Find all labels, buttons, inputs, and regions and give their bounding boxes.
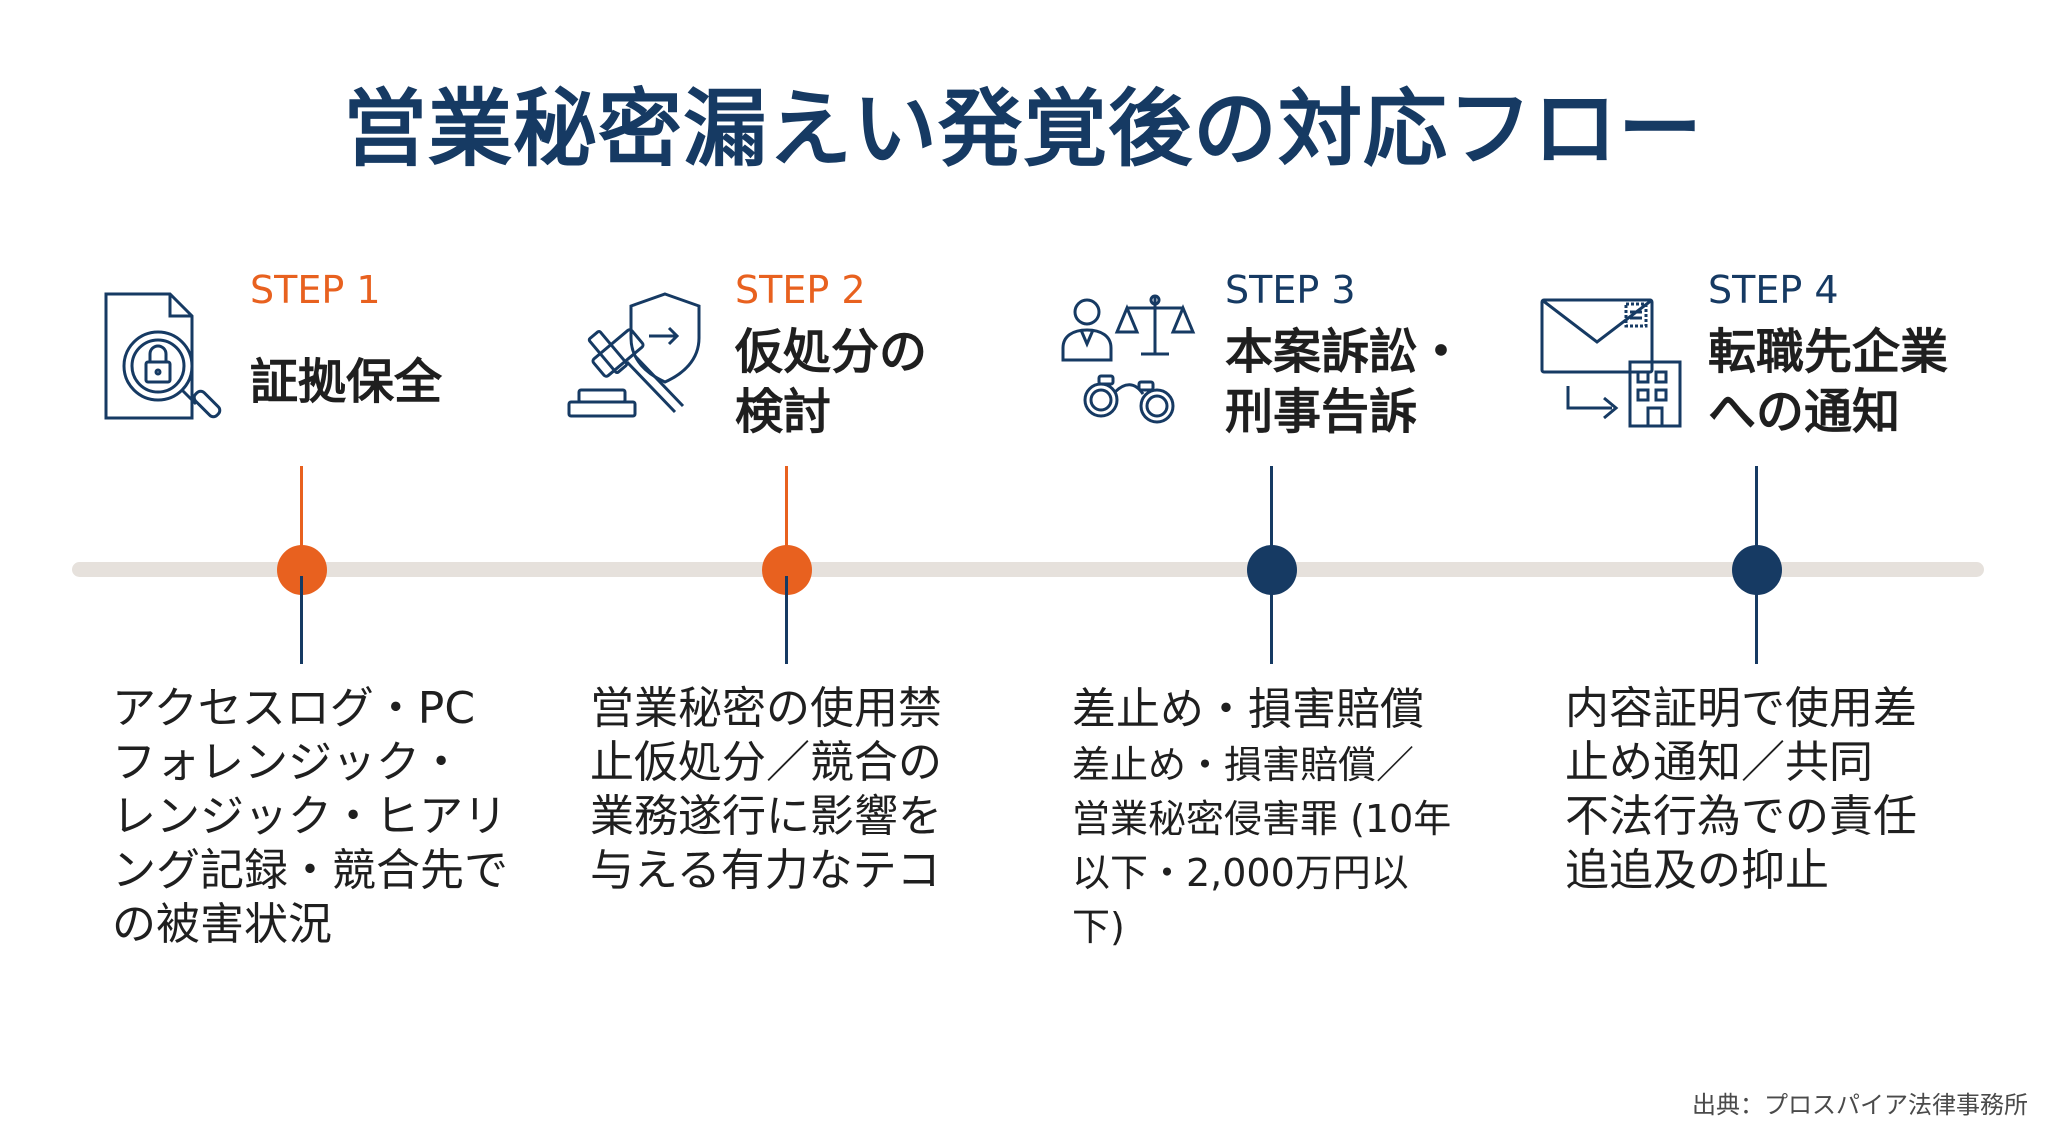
envelope-building-icon [1538, 290, 1688, 430]
gavel-shield-icon [565, 290, 715, 430]
step-description: アクセスログ・PC フォレンジック・ レンジック・ヒアリ ング記録・競合先で の… [112, 683, 508, 950]
scales-handcuffs-icon [1055, 290, 1205, 430]
connector-bottom [300, 576, 303, 664]
document-lock-magnifier-icon [100, 290, 230, 430]
connector-bottom [785, 576, 788, 664]
connector-bottom [1755, 576, 1758, 664]
connector-top [1270, 466, 1273, 564]
source-credit: 出典：プロスパイア法律事務所 [1692, 1091, 2028, 1119]
timeline-track [72, 562, 1984, 577]
step-description: 営業秘密の使用禁 止仮処分／競合の 業務遂行に影響を 与える有力なテコ [590, 683, 942, 896]
step-title: 転職先企業 への通知 [1708, 324, 1949, 440]
step-title: 仮処分の 検討 [735, 324, 928, 440]
step-description: 内容証明で使用差 止め通知／共同 不法行為での責任 追追及の抑止 [1565, 683, 1917, 896]
step-description: 差止め・損害賠償 差止め・損害賠償／ 営業秘密侵害罪 (10年 以下・2,000… [1072, 682, 1462, 954]
step-label: STEP 2 [735, 268, 866, 312]
connector-top [785, 466, 788, 564]
connector-top [1755, 466, 1758, 564]
connector-bottom [1270, 576, 1273, 664]
step-label: STEP 1 [250, 268, 381, 312]
step-label: STEP 3 [1225, 268, 1356, 312]
connector-top [300, 466, 303, 564]
page-title: 営業秘密漏えい発覚後の対応フロー [342, 80, 1703, 178]
step-description-head: 差止め・損害賠償 [1072, 684, 1424, 735]
step-title: 本案訴訟・ 刑事告訴 [1225, 324, 1466, 440]
step-label: STEP 4 [1708, 268, 1839, 312]
step-title: 証拠保全 [250, 354, 443, 410]
